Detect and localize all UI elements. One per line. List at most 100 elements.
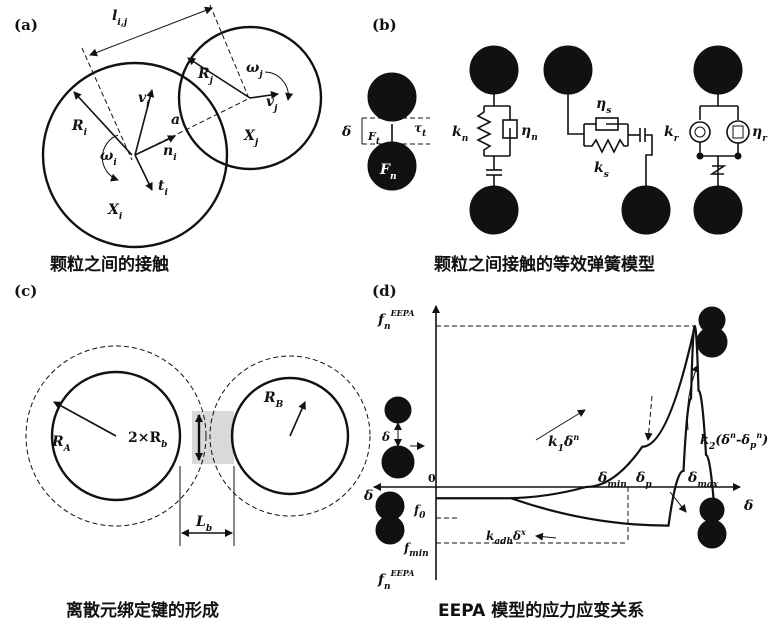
rolling-damper-inner (732, 125, 744, 139)
label-ti: ti (158, 178, 168, 198)
lij-dimension-arrow (89, 6, 213, 57)
label-omega-j: ωj (246, 60, 263, 80)
label-ra: RA (51, 434, 71, 454)
label-origin: 0 (428, 472, 436, 485)
label-xj: Xj (243, 128, 259, 148)
radius-ra-arrow (53, 401, 117, 437)
tangent-upper-ball (543, 45, 593, 95)
label-kn: kn (452, 124, 468, 144)
normal-ni-arrow (134, 135, 176, 156)
label-k2: k2(δn-δpn) (700, 430, 768, 452)
rolling-spring-inner (694, 126, 706, 138)
max-overlap-lower-ball (696, 326, 728, 358)
label-lb: Lb (195, 514, 212, 534)
radius-rb-arrow (289, 401, 306, 437)
panel-b-caption: 颗粒之间接触的等效弹簧模型 (434, 254, 655, 275)
tangent-left-link (567, 94, 584, 135)
label-dmax: δmax (687, 470, 719, 490)
panel-c-label: (c) (14, 282, 37, 300)
velocity-vi-arrow (134, 89, 155, 156)
label-vi: vi (138, 90, 150, 110)
label-delta-gap: δ (381, 430, 390, 444)
label-omega-i: ωi (100, 148, 117, 168)
contact-upper-ball (367, 72, 417, 122)
panel-a: (a) li,j Ri Rj vi ni ti a ωi ωj (14, 4, 323, 275)
unload-lower-ball (697, 519, 727, 549)
normal-upper-ball (469, 45, 519, 95)
panel-b: (b) δ Ft τt Fn kn ηn (341, 16, 768, 275)
label-ks: ks (594, 160, 609, 180)
label-tau: τt (414, 121, 427, 139)
label-kr: kr (664, 124, 680, 144)
omega-i-rotation-icon (101, 134, 119, 182)
label-lij: li,j (112, 8, 128, 28)
rolling-lower-ball (693, 185, 743, 235)
panel-a-label: (a) (14, 16, 38, 34)
label-delta-right: δ (743, 498, 753, 514)
tangent-spring-ks-icon (584, 138, 628, 154)
lij-extension-left (81, 47, 133, 161)
label-xi: Xi (107, 202, 123, 222)
radius-rj-arrow (187, 57, 251, 99)
center-line (134, 97, 251, 156)
rolling-upper-ball (693, 45, 743, 95)
label-ft: Ft (367, 130, 381, 147)
panel-c-caption: 离散元绑定键的形成 (66, 600, 219, 621)
particle-j-circle (177, 25, 323, 171)
velocity-vj-arrow (249, 91, 279, 99)
label-etas: ηs (596, 96, 611, 116)
label-kadh: kadhδx (486, 527, 526, 547)
label-bond-diameter: 2×Rb (128, 430, 167, 450)
label-fn: Fn (379, 162, 397, 182)
reloading-slope-arrow (686, 364, 699, 431)
separated-lower-ball (381, 445, 415, 479)
label-fmin-neg: fnEEPA (377, 568, 414, 592)
label-fmin: fmin (403, 541, 429, 559)
panel-d-caption: EEPA 模型的应力应变关系 (438, 600, 644, 621)
dmax-arrow (669, 491, 687, 513)
label-a: a (171, 112, 180, 128)
touching-lower-ball (375, 515, 405, 545)
label-dp: δp (635, 470, 652, 490)
label-f0: f0 (413, 503, 426, 521)
label-etar: ηr (752, 124, 768, 144)
label-delta-left: δ (363, 488, 373, 504)
omega-j-rotation-icon (264, 71, 294, 101)
lij-extension-right (209, 4, 249, 97)
unload-upper-ball (699, 497, 725, 523)
loading-slope-arrow (535, 409, 586, 441)
particle-b-circle (230, 376, 350, 496)
label-dmin: δmin (597, 470, 627, 490)
normal-lower-ball (469, 185, 519, 235)
label-ni: ni (163, 143, 177, 163)
particle-a-circle (50, 370, 182, 502)
tangent-ti-arrow (134, 154, 153, 191)
panel-a-caption: 颗粒之间的接触 (50, 254, 169, 275)
rolling-joint-right (734, 152, 742, 160)
curve-series-1 (436, 325, 696, 500)
label-fmax: fnEEPA (377, 308, 414, 332)
rolling-joint-left (696, 152, 704, 160)
panel-c: (c) RA RB 2×Rb Lb 离散元绑定键的形成 (14, 282, 371, 621)
panel-d-label: (d) (372, 282, 397, 300)
rolling-damper-etar-icon (726, 120, 750, 144)
particle-a-bond-radius (25, 345, 207, 527)
label-k1: k1δn (548, 432, 579, 454)
rolling-friction-icon (709, 165, 727, 175)
label-delta-b: δ (341, 124, 351, 140)
panel-b-label: (b) (372, 16, 397, 34)
separated-upper-ball (384, 396, 412, 424)
label-rb: RB (263, 390, 284, 410)
tangent-lower-ball (621, 185, 671, 235)
label-ri: Ri (71, 118, 88, 138)
rolling-spring-kr-icon (689, 121, 711, 143)
panel-d: (d) fnEEPA fnEEPA 0 δ δ f0 fmin k1δn k2(… (363, 282, 768, 621)
label-etan: ηn (521, 123, 538, 143)
adhesion-arrow (535, 532, 557, 541)
label-rj: Rj (197, 66, 214, 86)
unloading-dashed-arrow (644, 395, 653, 441)
chart-curves (436, 324, 715, 527)
particle-b-bond-radius (209, 355, 371, 517)
radius-ri-arrow (73, 91, 133, 156)
